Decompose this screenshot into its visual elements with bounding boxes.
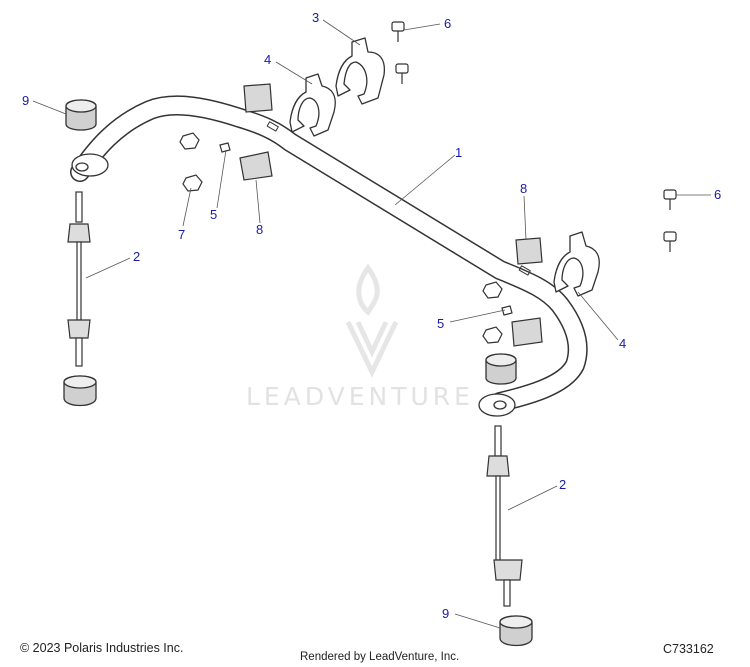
callout-6-upper: 6	[444, 16, 452, 31]
clamp-brackets	[289, 37, 600, 297]
callout-9-upper: 9	[22, 93, 30, 108]
sway-bar	[70, 95, 588, 417]
watermark-text: LEADVENTURE	[246, 382, 474, 411]
end-links	[67, 191, 523, 607]
callout-6-lower: 6	[714, 187, 722, 202]
callout-8-right: 8	[520, 181, 528, 196]
bar-bushings	[239, 83, 543, 347]
callout-3: 3	[312, 10, 320, 25]
rubber-mounts	[63, 99, 533, 647]
callout-2-left: 2	[133, 249, 141, 264]
nuts-and-fittings	[179, 132, 513, 344]
callout-7: 7	[178, 227, 186, 242]
bolts	[391, 21, 677, 252]
callout-5-left: 5	[210, 207, 218, 222]
copyright-text: © 2023 Polaris Industries Inc.	[20, 641, 184, 655]
callout-5-right: 5	[437, 316, 445, 331]
callout-8-left: 8	[256, 222, 264, 237]
callout-2-right: 2	[559, 477, 567, 492]
callout-1: 1	[455, 145, 463, 160]
diagram-code: C733162	[663, 642, 714, 656]
watermark-logo	[345, 263, 399, 378]
callout-9-lower: 9	[442, 606, 450, 621]
rendered-by-text: Rendered by LeadVenture, Inc.	[300, 651, 460, 663]
callout-4-lower: 4	[619, 336, 627, 351]
callout-4-upper: 4	[264, 52, 272, 67]
leader-lines	[32, 19, 711, 629]
